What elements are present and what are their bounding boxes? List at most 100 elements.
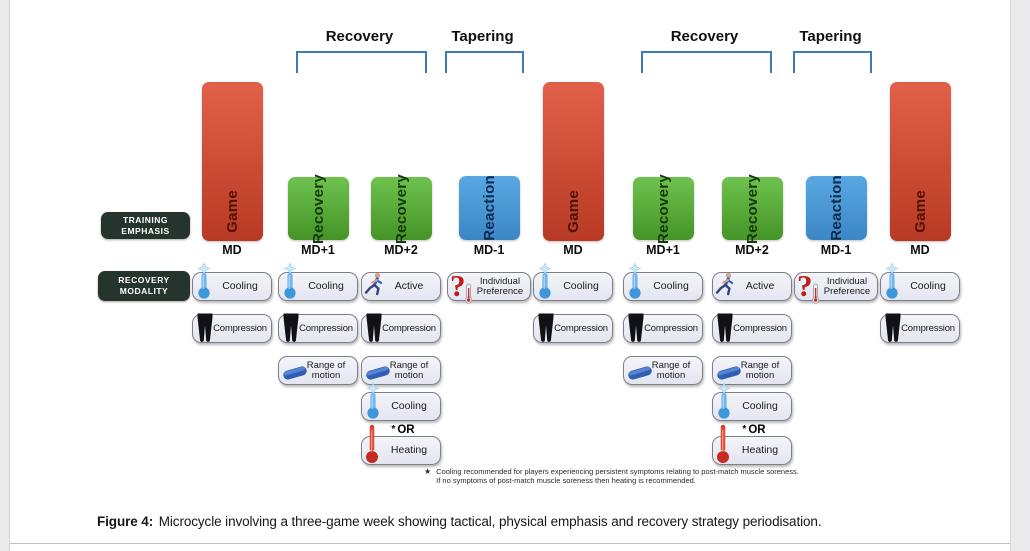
or-star-icon: * [391,424,396,435]
figure-caption: Figure 4: Microcycle involving a three-g… [97,514,957,529]
modality-label: Compression [554,322,608,334]
modality-box-compression: Compression [361,313,441,343]
emphasis-bar-game: Game [542,82,604,241]
modality-box-cooling: Cooling [712,382,792,421]
emphasis-bar-recovery: Recovery [721,174,783,243]
modality-label: Cooling [563,279,599,292]
recovery-modality-badge: RECOVERY MODALITY [98,271,190,301]
modality-label: Compression [733,322,787,334]
badge-line: EMPHASIS [121,225,170,236]
modality-box-rom: Range of motion [361,356,441,385]
footnote-star-icon: ★ [424,467,432,476]
matchday-label: MD [222,243,242,257]
modality-label: Cooling [742,399,778,412]
emphasis-bar-game: Game [201,82,263,241]
badge-line: RECOVERY [118,275,170,286]
modality-box-cooling: Cooling [880,262,960,301]
matchday-label: MD-1 [820,243,852,257]
bar-label: Recovery [743,173,761,244]
modality-box-rom: Range of motion [712,356,792,385]
modality-box-heating: Heating [361,424,441,465]
matchday-label: MD [563,243,583,257]
modality-box-cooling: Cooling [623,262,703,301]
bar-label: Recovery [309,173,327,244]
bar-label: Reaction [480,175,498,241]
bar-label: Game [911,190,929,233]
figure-caption-label: Figure 4: [97,514,154,529]
modality-label: Cooling [910,279,946,292]
modality-box-compression: Compression [623,313,703,343]
or-divider: *OR [714,424,794,436]
phase-label: Recovery [670,28,739,45]
modality-box-cooling: Cooling [278,262,358,301]
emphasis-bar-game: Game [889,82,951,241]
emphasis-bar-reaction: Reaction [458,175,520,241]
modality-box-compression: Compression [192,313,272,343]
modality-label: Heating [741,443,779,456]
modality-label: Active [394,279,424,292]
or-label: OR [397,424,415,436]
badge-line: MODALITY [119,286,169,296]
modality-box-compression: Compression [278,313,358,343]
matchday-label: MD+1 [301,243,335,257]
modality-label: Range of motion [651,359,691,381]
emphasis-bar-recovery: Recovery [287,174,349,243]
modality-box-compression: Compression [533,313,613,343]
phase-label: Tapering [799,28,862,45]
bar-label: Reaction [827,175,845,241]
page-edge-left [0,0,10,551]
matchday-label: MD-1 [473,243,505,257]
footnote-line: If no symptoms of post-match muscle sore… [436,476,696,486]
phase-label: Recovery [325,28,394,45]
emphasis-bar-recovery: Recovery [370,174,432,243]
modality-label: Cooling [653,279,689,292]
bar-label: Game [564,190,582,233]
modality-box-cooling: Cooling [533,262,613,301]
or-star-icon: * [742,424,747,435]
figure-caption-text: Microcycle involving a three-game week s… [155,514,822,529]
modality-label: Cooling [308,279,344,292]
modality-box-indpref: ?Individual Preference [794,268,878,304]
modality-label: Range of motion [306,359,346,381]
or-label: OR [748,424,766,436]
modality-label: Individual Preference [476,275,524,297]
modality-box-compression: Compression [880,313,960,343]
modality-box-indpref: ?Individual Preference [447,268,531,304]
phase-bracket [641,51,772,73]
modality-label: Compression [299,322,353,334]
phase-bracket [445,51,524,73]
modality-box-active: Active [361,272,441,301]
badge-line: TRAINING [122,214,169,225]
page-bottom-border [10,543,1010,544]
bar-label: Recovery [392,173,410,244]
modality-box-cooling: Cooling [192,262,272,301]
matchday-label: MD+2 [384,243,418,257]
modality-label: Compression [901,322,955,334]
modality-box-rom: Range of motion [623,356,703,385]
phase-bracket [793,51,872,73]
training-emphasis-badge: TRAINING EMPHASIS [101,212,190,239]
modality-label: Individual Preference [823,275,871,297]
footnote: ★ Cooling recommended for players experi… [424,467,799,485]
matchday-label: MD+2 [735,243,769,257]
modality-label: Compression [382,322,436,334]
emphasis-bar-reaction: Reaction [805,175,867,241]
page-edge-right [1010,0,1030,551]
modality-label: Cooling [222,279,258,292]
modality-box-active: Active [712,272,792,301]
bar-label: Game [223,190,241,233]
modality-label: Heating [390,443,428,456]
footnote-line: Cooling recommended for players experien… [436,467,799,476]
modality-box-rom: Range of motion [278,356,358,385]
modality-label: Range of motion [740,359,780,381]
modality-box-cooling: Cooling [361,382,441,421]
modality-label: Range of motion [389,359,429,381]
matchday-label: MD+1 [646,243,680,257]
emphasis-bar-recovery: Recovery [632,174,694,243]
modality-label: Cooling [391,399,427,412]
matchday-label: MD [910,243,930,257]
modality-box-heating: Heating [712,424,792,465]
modality-label: Compression [213,322,267,334]
modality-label: Active [745,279,775,292]
